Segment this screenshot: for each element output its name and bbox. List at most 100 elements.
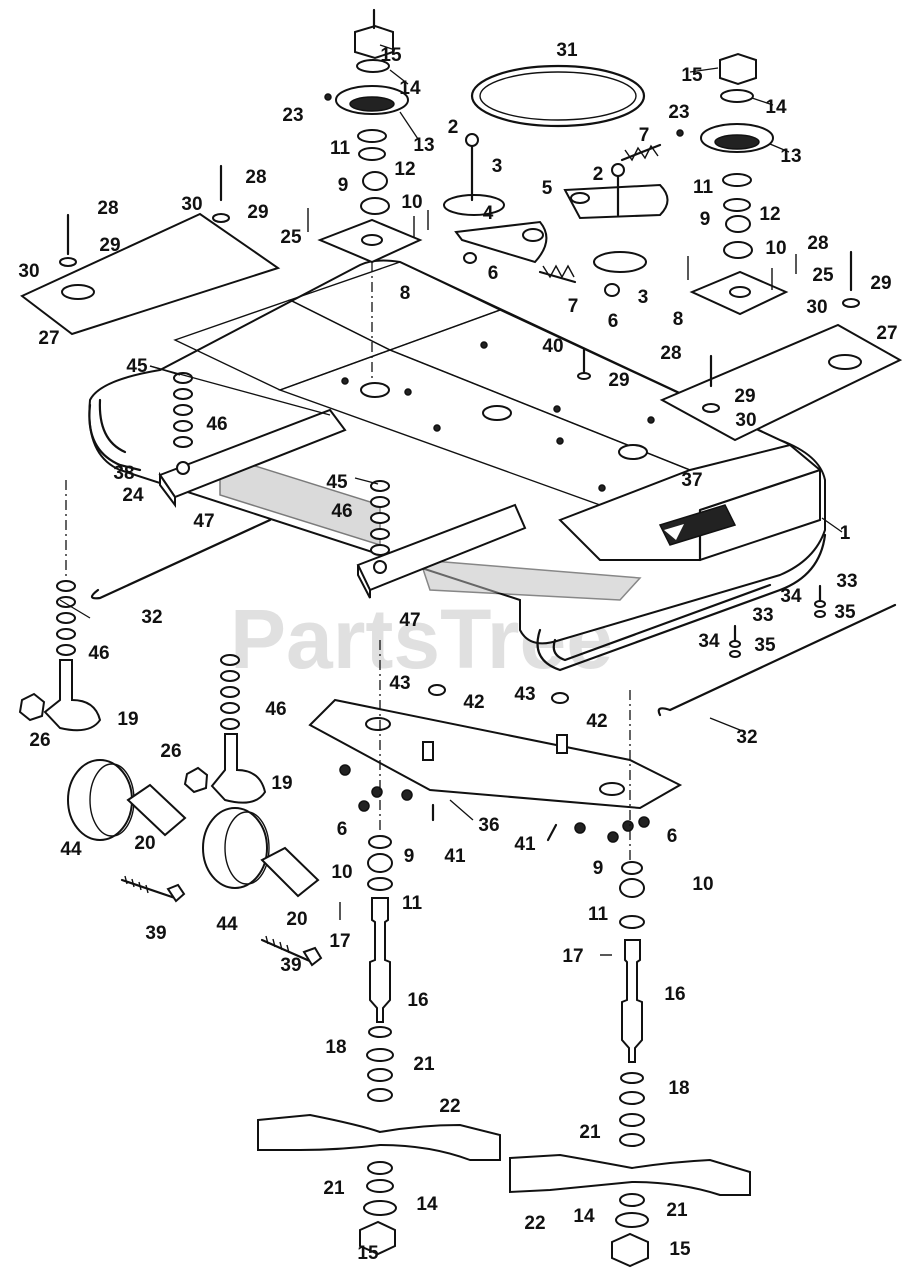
callout-32: 32 [141,607,162,628]
callout-23: 23 [282,105,303,126]
callout-3: 3 [638,287,649,308]
callout-15: 15 [357,1243,379,1264]
callout-44: 44 [60,839,82,860]
callout-39: 39 [145,923,166,944]
callout-2: 2 [593,164,604,185]
callout-9: 9 [338,175,349,196]
callout-19: 19 [117,709,138,730]
callout-9: 9 [404,846,415,867]
callout-9: 9 [700,209,711,230]
callout-30: 30 [18,261,39,282]
callout-37: 37 [681,470,702,491]
callout-44: 44 [216,914,238,935]
callout-18: 18 [668,1078,689,1099]
callout-35: 35 [754,635,776,656]
callout-28: 28 [97,198,118,219]
callout-5: 5 [542,178,553,199]
callout-25: 25 [280,227,302,248]
callout-12: 12 [394,159,415,180]
callout-11: 11 [330,138,351,159]
axle-bar-right [356,503,527,599]
callout-35: 35 [834,602,856,623]
callout-11: 11 [402,893,423,914]
callout-47: 47 [399,610,420,631]
callout-23: 23 [668,102,689,123]
callout-10: 10 [765,238,786,259]
callout-14: 14 [765,97,787,118]
callout-14: 14 [416,1194,438,1215]
leader-lines [59,44,843,821]
right-spindle [509,690,751,1268]
callout-33: 33 [752,605,773,626]
hardware-bolts [577,348,591,380]
callout-29: 29 [870,273,891,294]
callout-45: 45 [126,356,148,377]
callout-29: 29 [608,370,629,391]
callout-41: 41 [514,834,536,855]
idler-assembly [443,133,669,297]
callout-40: 40 [542,336,563,357]
callout-7: 7 [639,125,650,146]
callout-28: 28 [807,233,828,254]
callout-46: 46 [265,699,286,720]
callout-20: 20 [134,833,155,854]
callout-21: 21 [666,1200,688,1221]
left-pulley-stack [307,8,429,380]
callout-17: 17 [562,946,583,967]
callout-41: 41 [444,846,466,867]
callout-27: 27 [876,323,897,344]
callout-10: 10 [401,192,422,213]
callout-28: 28 [660,343,681,364]
callout-1: 1 [840,523,851,544]
callout-45: 45 [326,472,348,493]
callout-15: 15 [681,65,703,86]
washer-stack-center-top [173,372,193,448]
callout-32: 32 [736,727,757,748]
right-pulley-stack [676,52,797,316]
axle-bar-left [158,408,347,508]
cover-plate-right [659,250,903,442]
left-spindle [257,640,501,1256]
callout-33: 33 [836,571,857,592]
callout-29: 29 [247,202,268,223]
callout-10: 10 [692,874,713,895]
callout-9: 9 [593,858,604,879]
callout-34: 34 [780,586,802,607]
callout-6: 6 [337,819,348,840]
callout-12: 12 [759,204,780,225]
callout-42: 42 [463,692,484,713]
callout-26: 26 [29,730,50,751]
callout-21: 21 [323,1178,345,1199]
callout-16: 16 [664,984,685,1005]
callout-4: 4 [483,203,494,224]
callout-47: 47 [193,511,214,532]
callout-19: 19 [271,773,292,794]
callout-31: 31 [556,40,578,61]
callout-46: 46 [331,501,352,522]
bar-right [657,603,897,717]
callout-13: 13 [413,135,434,156]
cover-plate-left [20,164,281,336]
callout-27: 27 [38,328,59,349]
callout-30: 30 [181,194,202,215]
callout-34: 34 [698,631,720,652]
callout-42: 42 [586,711,607,732]
callout-29: 29 [734,386,755,407]
callout-30: 30 [735,410,756,431]
callout-13: 13 [780,146,801,167]
callout-43: 43 [389,673,410,694]
callout-6: 6 [667,826,678,847]
callout-3: 3 [492,156,503,177]
baffle-plate [308,684,683,843]
callout-22: 22 [439,1096,460,1117]
callout-10: 10 [331,862,352,883]
callout-30: 30 [806,297,827,318]
deck-housing [88,259,827,672]
callout-22: 22 [524,1213,545,1234]
callout-25: 25 [812,265,834,286]
callout-21: 21 [579,1122,601,1143]
caster-right [183,654,323,967]
belt [470,64,646,128]
